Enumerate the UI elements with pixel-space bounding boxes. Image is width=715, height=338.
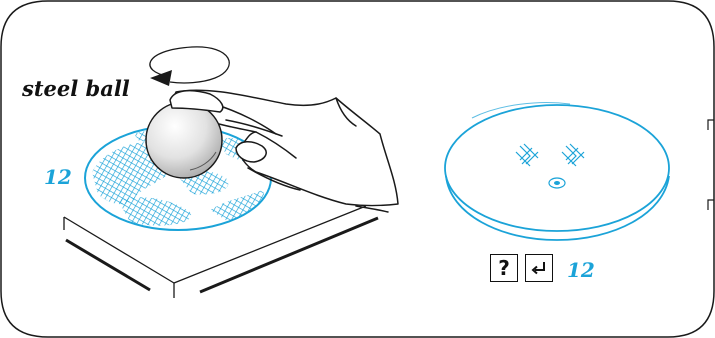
help-icon[interactable]: ? [490, 254, 518, 282]
rotation-arrow-icon [150, 47, 229, 86]
frame-notch [708, 120, 714, 210]
enter-arrow-glyph [530, 259, 548, 277]
enter-arrow-icon[interactable] [525, 254, 553, 282]
steel-ball-label: steel ball [22, 76, 130, 101]
pad-number-right: 12 [567, 258, 595, 282]
pad-number-left: 12 [44, 165, 72, 189]
clean-mouse-pad [445, 103, 669, 240]
steel-ball [146, 102, 222, 178]
